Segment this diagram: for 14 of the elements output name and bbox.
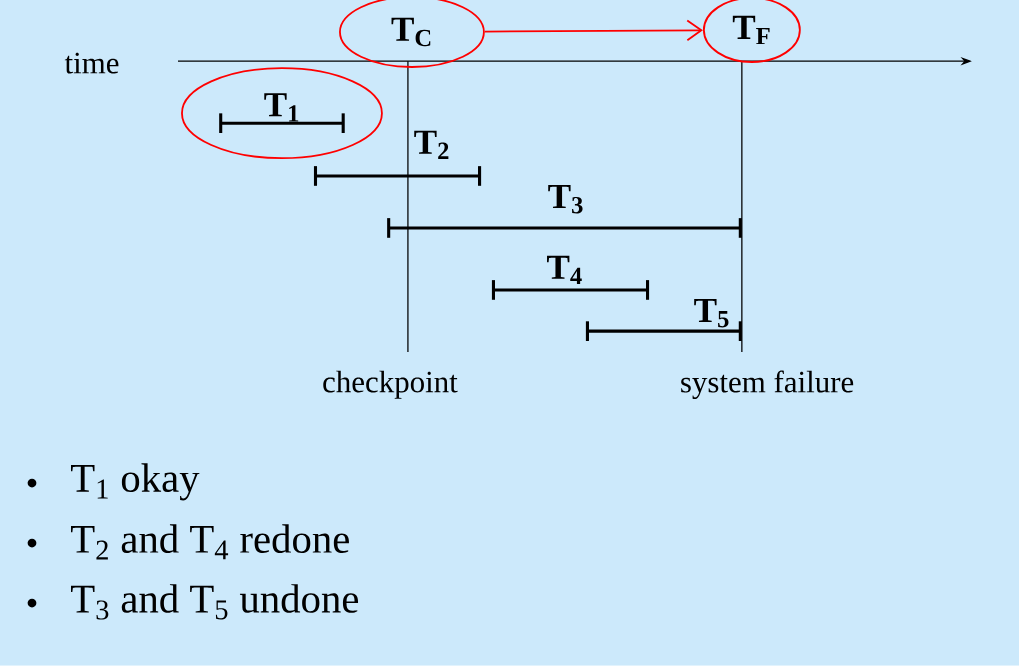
arrow: [483, 19, 703, 42]
bullet-text: T$_{1}$ okay: [71, 463, 200, 501]
line-label: system failure: [681, 370, 854, 399]
transaction-label: T$_{2}$: [414, 130, 449, 159]
transaction-label: T$_{3}$: [548, 184, 583, 214]
transaction-label: T$_{5}$: [694, 298, 729, 328]
bullet-text: T$_{3}$ and T$_{5}$ undone: [71, 584, 358, 620]
line-label: checkpoint: [323, 370, 458, 399]
circled-label: T$_{C}$: [339, 0, 485, 68]
axis-label: time: [64, 52, 119, 74]
transaction-label: T$_{4}$: [547, 255, 582, 285]
bullet-text: T$_{2}$ and T$_{4}$ redone: [71, 524, 349, 560]
circled-label: T$_{1}$: [181, 67, 383, 160]
circled-label: T$_{F}$: [702, 0, 801, 63]
